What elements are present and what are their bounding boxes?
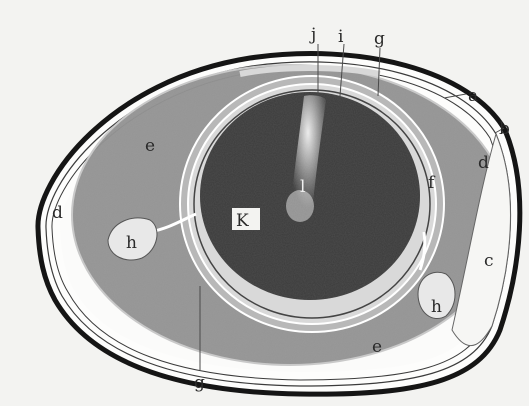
label-g-bottom: g	[194, 373, 205, 393]
label-d-left: d	[52, 203, 63, 223]
label-a: a	[468, 86, 478, 106]
label-k: K	[236, 211, 249, 231]
label-l: l	[300, 177, 305, 197]
label-i: i	[338, 27, 344, 47]
label-j: j	[309, 25, 316, 45]
label-e-bottom: e	[372, 337, 382, 357]
label-d-right: d	[478, 153, 489, 173]
label-h-left: h	[126, 233, 137, 253]
label-h-right: h	[431, 297, 442, 317]
label-e-top: e	[145, 136, 155, 156]
label-b: b	[499, 119, 510, 139]
label-g-top: g	[374, 29, 385, 49]
label-c: c	[484, 251, 494, 271]
